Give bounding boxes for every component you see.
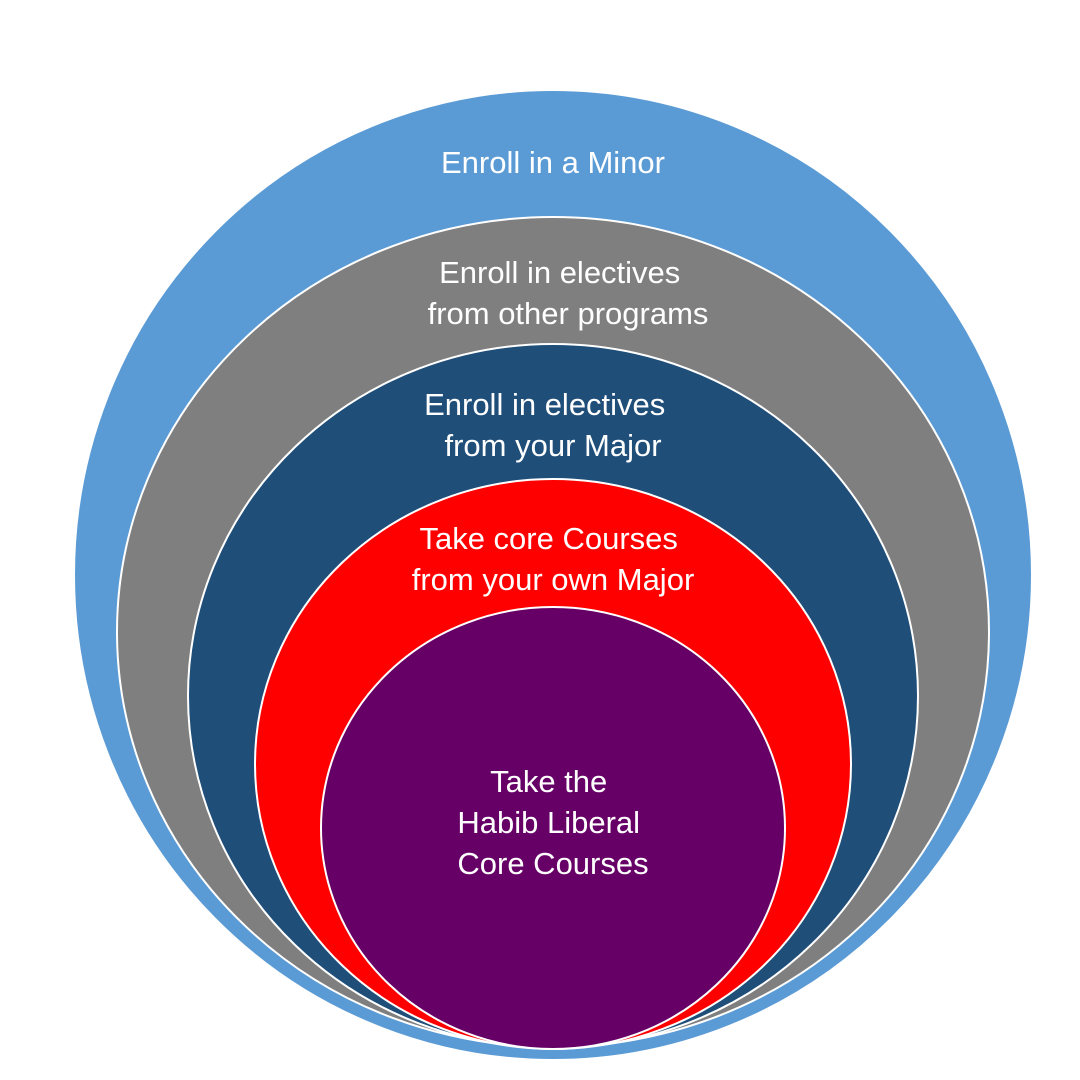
- label-liberal-core-line-3: Core Courses: [457, 846, 648, 881]
- label-major-core-line-2: from your own Major: [412, 562, 695, 597]
- label-major-electives-line-2: from your Major: [444, 428, 661, 463]
- label-major-core-line-1: Take core Courses: [419, 521, 677, 556]
- circle-liberal-core: [320, 606, 786, 1050]
- label-minor: Enroll in a Minor: [441, 145, 665, 180]
- label-other-electives-line-2: from other programs: [428, 296, 709, 331]
- layer-liberal-core: Take the Habib Liberal Core Courses: [320, 606, 786, 1050]
- label-liberal-core: Take the Habib Liberal Core Courses: [457, 764, 648, 881]
- label-minor-line-1: Enroll in a Minor: [441, 145, 665, 180]
- label-major-electives-line-1: Enroll in electives: [424, 387, 665, 422]
- label-liberal-core-line-2: Habib Liberal: [457, 805, 640, 840]
- label-major-electives: Enroll in electives from your Major: [424, 387, 674, 463]
- label-major-core: Take core Courses from your own Major: [412, 521, 695, 597]
- label-other-electives: Enroll in electives from other programs: [428, 255, 709, 331]
- label-liberal-core-line-1: Take the: [490, 764, 607, 799]
- label-other-electives-line-1: Enroll in electives: [439, 255, 680, 290]
